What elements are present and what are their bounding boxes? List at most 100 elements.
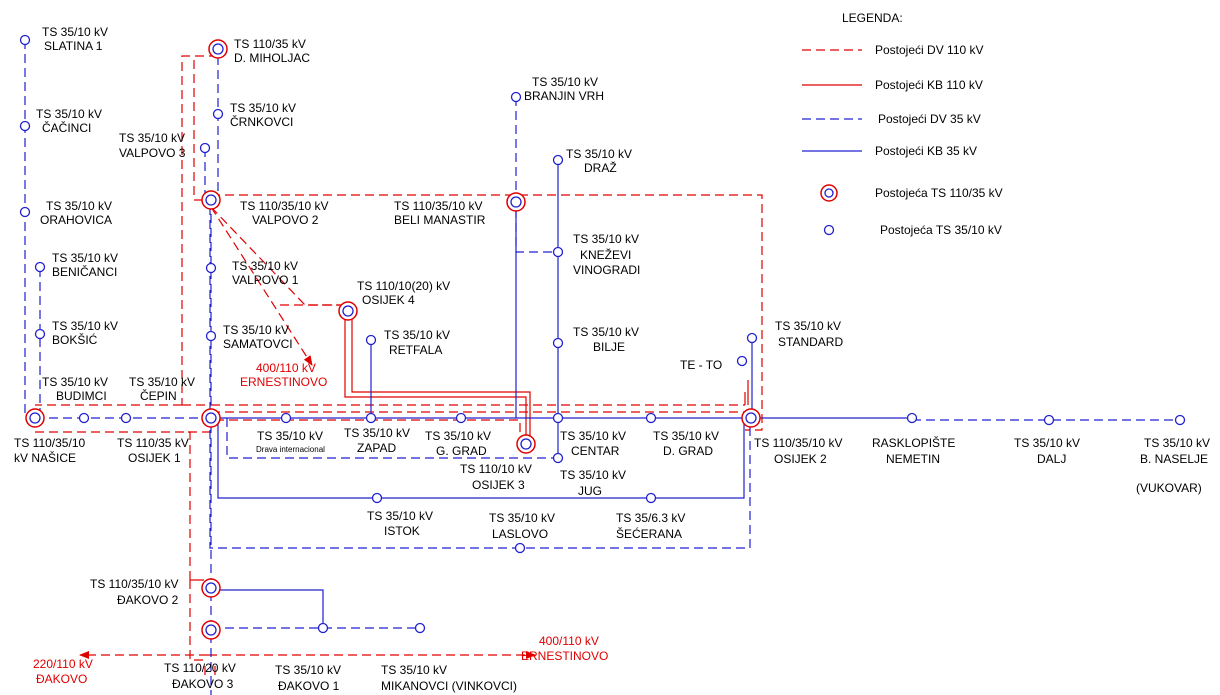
label-bilje-2: BILJE xyxy=(593,340,625,354)
node-drava xyxy=(280,412,292,424)
label-dmiholjac-1: TS 110/35 kV xyxy=(234,37,306,51)
label-bilje-1: TS 35/10 kV xyxy=(573,325,639,339)
label-istok-2: ISTOK xyxy=(384,524,420,538)
label-djakovo1-1: TS 35/10 kV xyxy=(275,663,341,677)
node-centar xyxy=(552,412,564,424)
node-osijek3 xyxy=(516,434,536,454)
label-orahovica-2: ORAHOVICA xyxy=(40,213,112,227)
label-slatina1-1: TS 35/10 kV xyxy=(42,25,108,39)
label-valpovo3-1: TS 35/10 kV xyxy=(119,131,185,145)
node-draz xyxy=(552,154,564,166)
label-ernestinovo2-1: 400/110 kV xyxy=(539,634,599,648)
label-nemetin-1: RASKLOPIŠTE xyxy=(872,435,955,450)
node-slatina1 xyxy=(19,34,31,46)
label-retfala-1: TS 35/10 kV xyxy=(384,328,450,342)
node-valpovo1 xyxy=(205,262,217,274)
node-osijek1 xyxy=(201,408,221,428)
label-crnkovci-2: ČRNKOVCI xyxy=(230,114,293,129)
ts35-stations xyxy=(19,34,1186,634)
label-zapad-2: ZAPAD xyxy=(357,441,396,455)
node-nemetin xyxy=(906,412,918,424)
node-istok xyxy=(371,492,383,504)
node-boksic xyxy=(34,328,46,340)
node-belimanastir xyxy=(506,192,526,212)
label-samatovci-2: SAMATOVCI xyxy=(223,337,293,351)
legend-dv35: Postojeći DV 35 kV xyxy=(878,112,981,126)
label-centar-2: CENTAR xyxy=(571,444,620,458)
label-djakovo1-2: ĐAKOVO 1 xyxy=(278,679,340,693)
node-mikanovci xyxy=(414,622,426,634)
label-orahovica-1: TS 35/10 kV xyxy=(46,199,112,213)
node-zapad xyxy=(365,412,377,424)
legend: LEGENDA: Postojeći DV 110 kV Postojeći K… xyxy=(802,11,1003,237)
label-standard-1: TS 35/10 kV xyxy=(775,319,841,333)
label-secerana-1: TS 35/6.3 kV xyxy=(616,511,685,525)
node-osijek4 xyxy=(338,301,358,321)
label-knezevi-2: KNEŽEVI xyxy=(580,247,631,262)
label-osijek1-1: TS 110/35 kV xyxy=(117,436,189,450)
label-laslovo-2: LASLOVO xyxy=(492,527,548,541)
label-cepin-2: ČEPIN xyxy=(140,388,177,403)
label-djakovo220-1: 220/110 kV xyxy=(33,657,93,671)
node-laslovo xyxy=(514,542,526,554)
label-vukovar: (VUKOVAR) xyxy=(1136,481,1202,495)
label-djakovo2-2: ĐAKOVO 2 xyxy=(117,593,179,607)
label-drava-2: Drava internacional xyxy=(256,445,325,454)
node-secerana xyxy=(645,492,657,504)
node-djakovo1 xyxy=(317,622,329,634)
legend-title: LEGENDA: xyxy=(842,11,903,25)
label-cepin-1: TS 35/10 kV xyxy=(129,375,195,389)
node-djakovo3 xyxy=(201,620,221,640)
legend-dv110: Postojeći DV 110 kV xyxy=(875,43,984,57)
node-samatovci xyxy=(205,330,217,342)
label-bnaselje-1: TS 35/10 kV xyxy=(1144,436,1210,450)
label-standard-2: STANDARD xyxy=(778,335,843,349)
label-belimanastir-1: TS 110/35/10 kV xyxy=(394,199,483,213)
kb35-lines xyxy=(211,162,912,628)
node-dmiholjac xyxy=(208,39,228,59)
label-jug-2: JUG xyxy=(578,484,602,498)
node-knezevi xyxy=(552,246,564,258)
label-djakovo3-2: ĐAKOVO 3 xyxy=(172,677,234,691)
label-draz-2: DRAŽ xyxy=(584,160,617,175)
label-mikanovci-2: MIKANOVCI (VINKOVCI) xyxy=(381,679,517,693)
label-mikanovci-1: TS 35/10 kV xyxy=(381,663,447,677)
label-draz-1: TS 35/10 kV xyxy=(566,147,632,161)
node-valpovo2 xyxy=(201,190,221,210)
node-osijek2 xyxy=(741,408,761,428)
label-ggrad-2: G. GRAD xyxy=(436,444,487,458)
label-djakovo2-1: TS 110/35/10 kV xyxy=(90,577,179,591)
label-dgrad-2: D. GRAD xyxy=(663,444,713,458)
node-standard xyxy=(746,332,758,344)
node-teto xyxy=(736,355,748,367)
label-nasice-1: TS 110/35/10 xyxy=(14,436,85,450)
label-dmiholjac-2: D. MIHOLJAC xyxy=(234,51,310,65)
node-bilje xyxy=(552,337,564,349)
station-labels: TS 35/10 kV SLATINA 1 TS 35/10 kV ČAČINC… xyxy=(14,25,1210,693)
label-slatina1-2: SLATINA 1 xyxy=(44,39,103,53)
node-cacinci xyxy=(19,120,31,132)
label-osijek4-2: OSIJEK 4 xyxy=(362,293,415,307)
label-boksic-1: TS 35/10 kV xyxy=(52,319,118,333)
label-branjinvrh-2: BRANJIN VRH xyxy=(524,89,604,103)
dv35-lines xyxy=(24,40,1180,695)
label-osijek3-2: OSIJEK 3 xyxy=(472,478,525,492)
legend-ts110: Postojeća TS 110/35 kV xyxy=(875,186,1003,200)
label-budimci-1: TS 35/10 kV xyxy=(42,375,108,389)
label-laslovo-1: TS 35/10 kV xyxy=(489,511,555,525)
label-crnkovci-1: TS 35/10 kV xyxy=(230,101,296,115)
node-dgrad xyxy=(645,412,657,424)
label-centar-1: TS 35/10 kV xyxy=(560,429,626,443)
label-valpovo3-2: VALPOVO 3 xyxy=(119,146,186,160)
label-retfala-2: RETFALA xyxy=(389,343,442,357)
ts110-stations xyxy=(25,39,761,640)
label-dalj-1: TS 35/10 kV xyxy=(1014,436,1080,450)
label-ggrad-1: TS 35/10 kV xyxy=(425,429,491,443)
node-bnaselje xyxy=(1174,414,1186,426)
label-knezevi-1: TS 35/10 kV xyxy=(573,232,639,246)
legend-ts35: Postojeća TS 35/10 kV xyxy=(880,223,1002,237)
label-osijek3-1: TS 110/10 kV xyxy=(460,462,532,476)
label-ernestinovo2-2: ERNESTINOVO xyxy=(521,649,608,663)
label-osijek2-2: OSIJEK 2 xyxy=(774,452,827,466)
